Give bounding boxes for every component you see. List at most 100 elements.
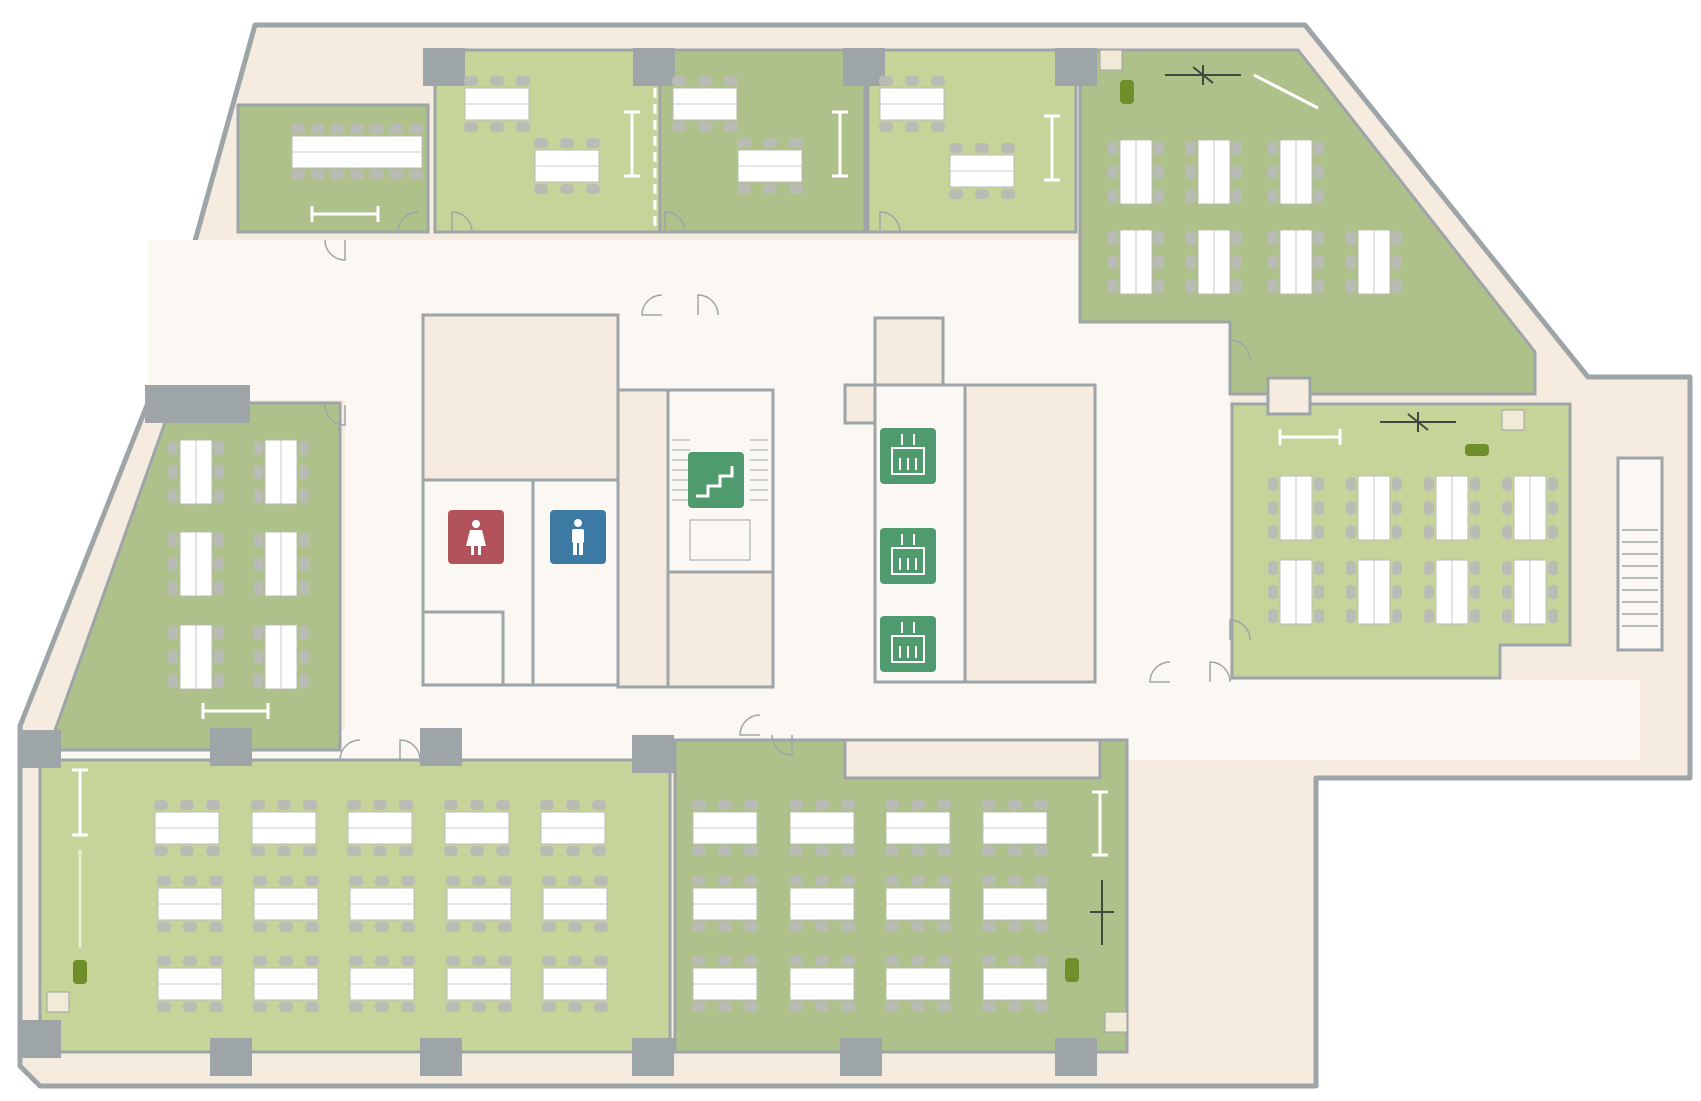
chair xyxy=(209,876,223,886)
door-swing xyxy=(397,211,419,233)
chair xyxy=(253,650,263,664)
chair xyxy=(401,956,415,966)
figure-leg xyxy=(579,543,583,555)
chair xyxy=(1268,609,1278,623)
desk-cluster xyxy=(464,76,530,132)
chair xyxy=(1186,189,1196,203)
stairs-icon-bg xyxy=(688,452,744,508)
chair xyxy=(253,956,267,966)
chair xyxy=(982,876,996,886)
desk-cluster xyxy=(879,76,945,132)
chair xyxy=(1232,255,1242,269)
door-swing xyxy=(1149,661,1171,683)
chair xyxy=(1548,561,1558,575)
desk-cluster xyxy=(1424,475,1480,541)
elevator-car xyxy=(891,547,925,575)
chair xyxy=(594,956,608,966)
chair xyxy=(1424,501,1434,515)
chair xyxy=(291,124,305,134)
chair xyxy=(168,533,178,547)
chair xyxy=(692,956,706,966)
door-swing xyxy=(641,294,663,316)
chair xyxy=(157,1002,171,1012)
chair xyxy=(1392,561,1402,575)
chair xyxy=(1502,501,1512,515)
chair xyxy=(214,626,224,640)
chair xyxy=(1034,956,1048,966)
chair xyxy=(586,138,600,148)
chair xyxy=(1346,585,1356,599)
chair xyxy=(737,184,751,194)
figure-body xyxy=(466,530,486,546)
chair xyxy=(737,138,751,148)
chair xyxy=(299,465,309,479)
chair xyxy=(1424,477,1434,491)
chair xyxy=(1008,956,1022,966)
elevator-car xyxy=(891,447,925,475)
chair xyxy=(253,922,267,932)
chair xyxy=(279,876,293,886)
chair xyxy=(214,650,224,664)
chair xyxy=(472,1002,486,1012)
chair xyxy=(1154,279,1164,293)
chair xyxy=(1268,231,1278,245)
chair xyxy=(299,674,309,688)
desk-cluster xyxy=(1186,139,1242,205)
door-swing xyxy=(339,739,361,761)
chair xyxy=(1392,525,1402,539)
chair xyxy=(206,846,220,856)
chair xyxy=(1034,922,1048,932)
chair xyxy=(253,557,263,571)
chair xyxy=(744,800,758,810)
chair xyxy=(299,557,309,571)
chair xyxy=(1186,279,1196,293)
door-swing xyxy=(879,211,901,233)
door-swing xyxy=(664,211,686,233)
chair xyxy=(975,189,989,199)
chair xyxy=(1470,561,1480,575)
chair xyxy=(1232,165,1242,179)
chair xyxy=(206,800,220,810)
chair xyxy=(937,846,951,856)
chair xyxy=(1108,231,1118,245)
figure-leg xyxy=(471,546,474,555)
chair xyxy=(399,800,413,810)
chair xyxy=(560,184,574,194)
chair xyxy=(885,846,899,856)
chair xyxy=(1034,800,1048,810)
chair xyxy=(253,581,263,595)
chair xyxy=(401,922,415,932)
chair xyxy=(209,922,223,932)
chair xyxy=(253,876,267,886)
desk-cluster xyxy=(540,800,606,856)
desk-cluster xyxy=(1346,475,1402,541)
desk-cluster xyxy=(885,876,951,932)
chair xyxy=(744,922,758,932)
chair xyxy=(516,76,530,86)
door-swing xyxy=(1229,619,1251,641)
stairs-icon xyxy=(688,452,744,508)
chair xyxy=(279,1002,293,1012)
chair xyxy=(1008,1002,1022,1012)
chair xyxy=(1346,231,1356,245)
chair xyxy=(498,876,512,886)
chair xyxy=(1314,255,1324,269)
desk-cluster xyxy=(1186,229,1242,295)
desk-cluster xyxy=(692,800,758,856)
chair xyxy=(905,76,919,86)
chair xyxy=(490,76,504,86)
chair xyxy=(540,846,554,856)
desk-cluster xyxy=(168,531,224,597)
door-swing xyxy=(1229,339,1251,361)
chair xyxy=(1154,189,1164,203)
chair xyxy=(299,581,309,595)
chair xyxy=(1346,609,1356,623)
chair xyxy=(253,674,263,688)
plant-icon xyxy=(1065,958,1079,982)
chair xyxy=(1346,501,1356,515)
chair xyxy=(373,846,387,856)
chair xyxy=(375,1002,389,1012)
chair xyxy=(1268,501,1278,515)
chair xyxy=(401,876,415,886)
chair xyxy=(1314,477,1324,491)
